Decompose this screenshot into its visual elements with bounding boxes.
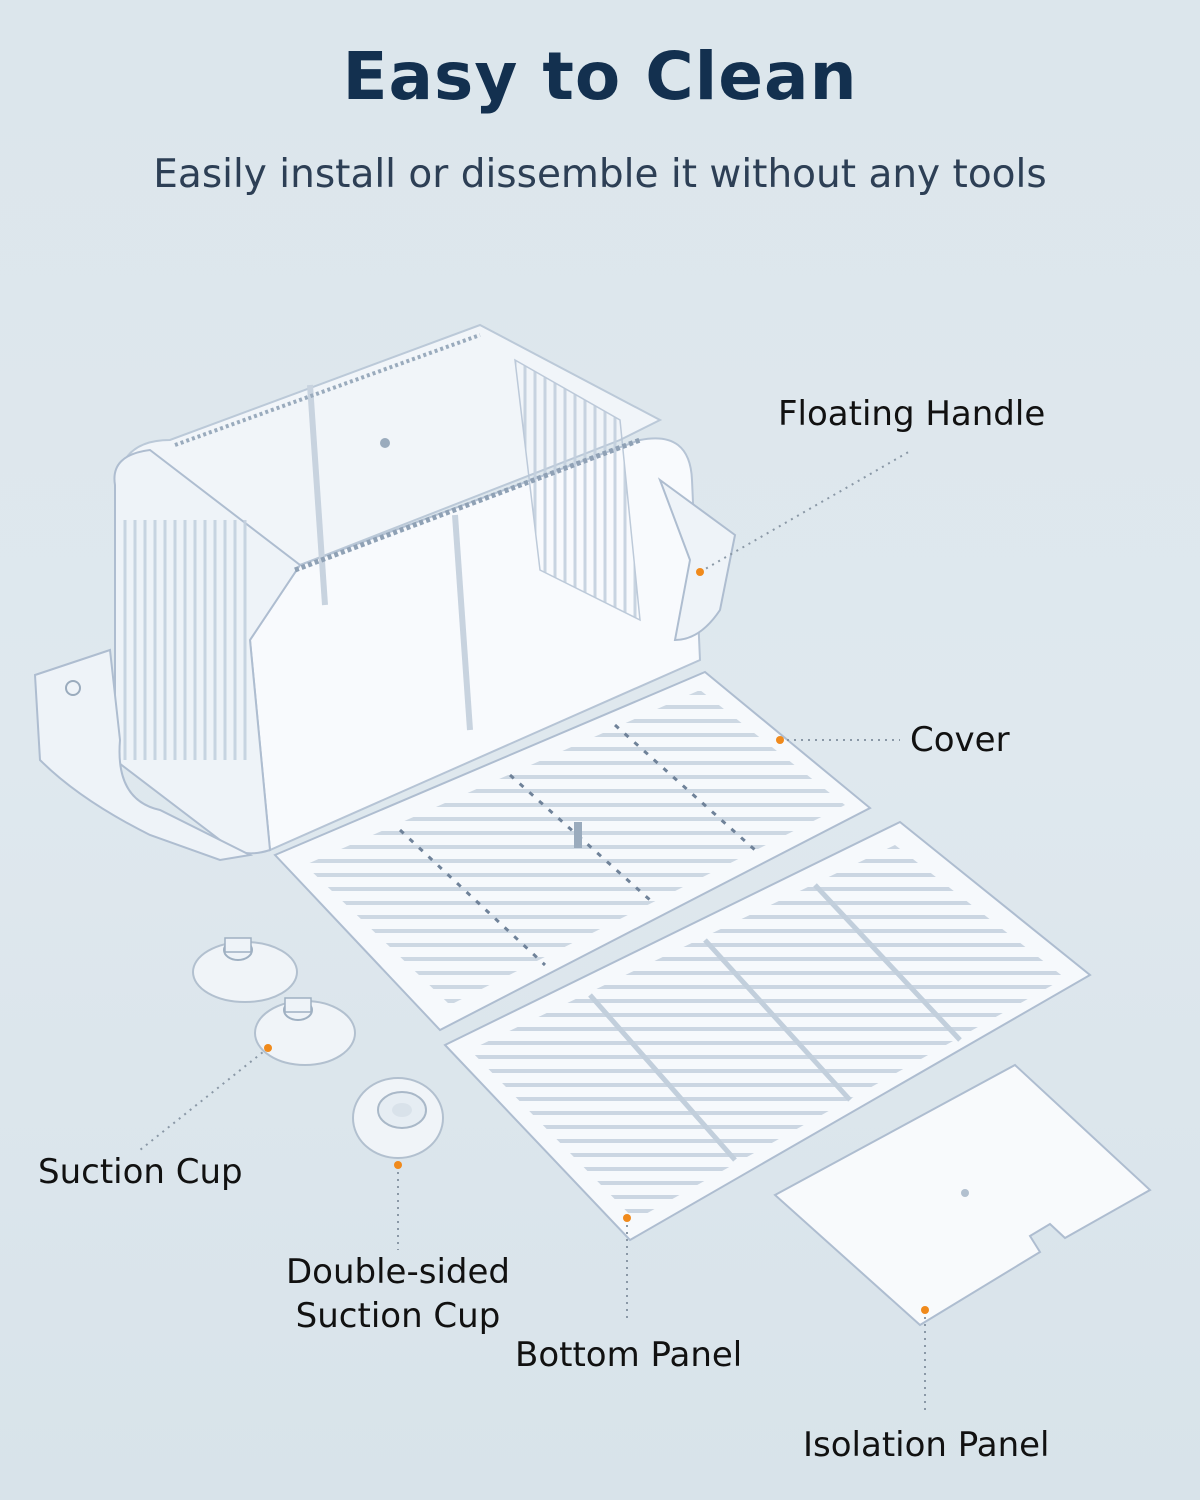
label-suction-cup: Suction Cup: [38, 1152, 243, 1192]
label-floating-handle: Floating Handle: [778, 394, 1046, 434]
dot-double-sided: [394, 1161, 402, 1169]
suction-cup-2: [254, 997, 356, 1066]
breeder-box: [33, 323, 737, 862]
dot-cover: [776, 736, 784, 744]
bottom-panel: [443, 820, 1092, 1242]
dot-floating-handle: [696, 568, 704, 576]
leader-floating-handle: [699, 449, 913, 573]
label-double-sided-suction-cup: Double-sided Suction Cup: [278, 1250, 518, 1338]
double-sided-suction-cup: [352, 1077, 444, 1159]
suction-cup-1: [192, 937, 298, 1003]
label-bottom-panel: Bottom Panel: [515, 1335, 743, 1375]
page-subtitle: Easily install or dissemble it without a…: [153, 152, 1047, 197]
leader-lines: [139, 449, 926, 1410]
label-double-sided-line1: Double-sided: [286, 1252, 510, 1292]
dot-bottom-panel: [623, 1214, 631, 1222]
label-cover: Cover: [910, 720, 1010, 760]
leader-suction-cup: [139, 1047, 269, 1151]
callout-dots: [264, 568, 929, 1314]
label-isolation-panel: Isolation Panel: [803, 1425, 1050, 1465]
isolation-panel: [773, 1063, 1152, 1327]
dot-suction-cup: [264, 1044, 272, 1052]
dot-isolation-panel: [921, 1306, 929, 1314]
cover-panel: [273, 670, 872, 1032]
page-title: Easy to Clean: [342, 38, 858, 115]
label-double-sided-line2: Suction Cup: [295, 1296, 501, 1336]
